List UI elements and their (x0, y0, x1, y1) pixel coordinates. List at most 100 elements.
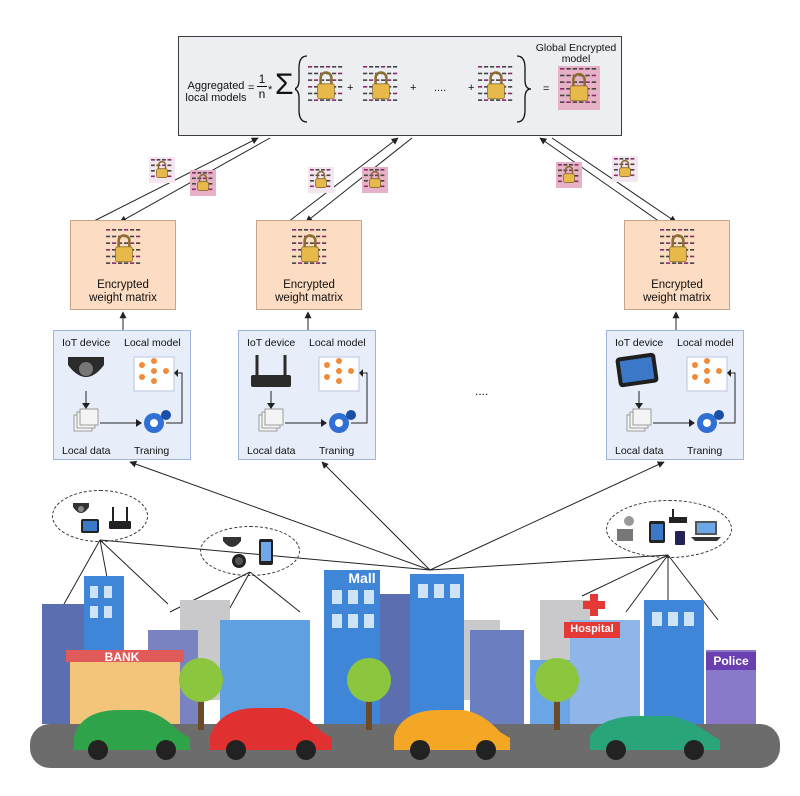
panel-graphics (68, 356, 183, 433)
encrypted-model-icon (363, 66, 398, 101)
iot-device-label: IoT device (62, 337, 111, 349)
windows (90, 584, 694, 628)
smartphone-icon (675, 531, 685, 545)
local-model-label: Local model (124, 337, 181, 349)
encrypted-model-icon (308, 66, 343, 101)
fraction-numerator: 1 (258, 72, 266, 86)
iot-cluster-1 (52, 490, 148, 542)
neural-network-icon (318, 356, 360, 392)
encrypted-label-line1: Encrypted (97, 279, 149, 291)
fraction: 1 n (257, 72, 267, 101)
equals-sign-right: = (543, 83, 550, 95)
training-gears-icon (697, 410, 724, 433)
aggregated-label: Aggregated local models (183, 80, 249, 104)
hub-to-panel-1 (129, 460, 431, 571)
ellipsis-formula: .... (434, 82, 447, 94)
smartphone-icon (259, 539, 273, 565)
router-icon (251, 355, 291, 387)
tablet-icon (81, 519, 99, 533)
brace-group (295, 55, 532, 123)
global-label-line1: Global Encrypted (535, 42, 617, 54)
smartwatch-icon (232, 554, 246, 568)
router-icon (669, 509, 687, 523)
upload-arrow-2 (287, 137, 399, 223)
iot-device-label: IoT device (247, 337, 296, 349)
local-data-icon (626, 408, 652, 432)
car-green-icon (74, 710, 190, 760)
plus-sign-2: + (410, 82, 417, 94)
cluster-devices (73, 503, 131, 533)
encrypted-packet-icon (149, 157, 175, 183)
neural-network-icon (686, 356, 728, 392)
training-gears-icon (144, 410, 171, 433)
left-brace (295, 55, 308, 123)
global-model-label: Global Encrypted model (526, 43, 626, 65)
tablet-icon (649, 521, 665, 543)
car-orange-icon (394, 710, 510, 760)
bank-sign: BANK (104, 650, 140, 664)
neural-network-icon (133, 356, 175, 392)
training-to-model-arrow (351, 372, 368, 424)
iot-cluster-2 (200, 526, 300, 576)
panel-graphics (615, 352, 736, 433)
dome-camera-icon (223, 537, 241, 547)
local-data-icon (73, 408, 99, 432)
training-gears-icon (329, 410, 356, 433)
encrypted-packet-icon (362, 167, 388, 193)
hospital-cross-icon (583, 594, 605, 616)
encrypted-label-line2: weight matrix (643, 292, 711, 304)
encrypted-box-1: Encrypted weight matrix (70, 220, 176, 310)
car-teal-icon (590, 716, 720, 760)
local-model-label: Local model (309, 337, 366, 349)
encrypted-packet-icon (556, 162, 582, 188)
fraction-denominator: n (257, 86, 267, 101)
tree-icon (347, 658, 391, 730)
upload-arrow-1 (91, 137, 259, 223)
encrypted-label: Encrypted weight matrix (71, 279, 175, 305)
times-sign: * (268, 84, 273, 96)
aggregated-label-line1: Aggregated (187, 80, 245, 92)
local-data-label: Local data (62, 445, 111, 457)
tablet-icon (615, 352, 659, 388)
encrypted-label-line1: Encrypted (651, 279, 703, 291)
iot-device-label: IoT device (615, 337, 664, 349)
car-red-icon (210, 708, 332, 760)
encrypted-label: Encrypted weight matrix (257, 279, 361, 305)
hospital-sign: Hospital (570, 623, 614, 635)
tree-icon (179, 658, 223, 730)
local-data-label: Local data (615, 445, 664, 457)
iot-cluster-3 (606, 500, 732, 558)
dome-camera-icon (73, 503, 89, 513)
training-to-model-arrow (719, 372, 736, 424)
encrypted-matrix-icon (292, 229, 327, 264)
encrypted-label-line1: Encrypted (283, 279, 335, 291)
local-model-label: Local model (677, 337, 734, 349)
hospital-sign-bg (564, 622, 620, 638)
right-brace (516, 55, 532, 123)
plus-sign-3: + (468, 82, 475, 94)
encrypted-label-line2: weight matrix (275, 292, 343, 304)
training-label: Traning (319, 445, 355, 457)
download-arrow-2 (305, 137, 413, 223)
police-sign: Police (713, 654, 749, 668)
tree-icon (535, 658, 579, 730)
router-icon (109, 507, 131, 529)
encrypted-packet-icon (612, 156, 638, 182)
training-label: Traning (134, 445, 170, 457)
training-label: Traning (687, 445, 723, 457)
hub-to-panel-3 (429, 461, 665, 571)
camera-icon (68, 357, 104, 377)
robot-arm-icon (617, 516, 634, 541)
local-data-label: Local data (247, 445, 296, 457)
training-to-model-arrow (166, 372, 183, 424)
mall-sign: Mall (348, 570, 376, 586)
encrypted-box-3: Encrypted weight matrix (624, 220, 730, 310)
global-encrypted-model-icon (558, 66, 600, 110)
encrypted-label: Encrypted weight matrix (625, 279, 729, 305)
aggregation-box (178, 36, 622, 136)
middle-ellipsis: .... (475, 384, 489, 398)
police-sign-bg (706, 652, 756, 670)
